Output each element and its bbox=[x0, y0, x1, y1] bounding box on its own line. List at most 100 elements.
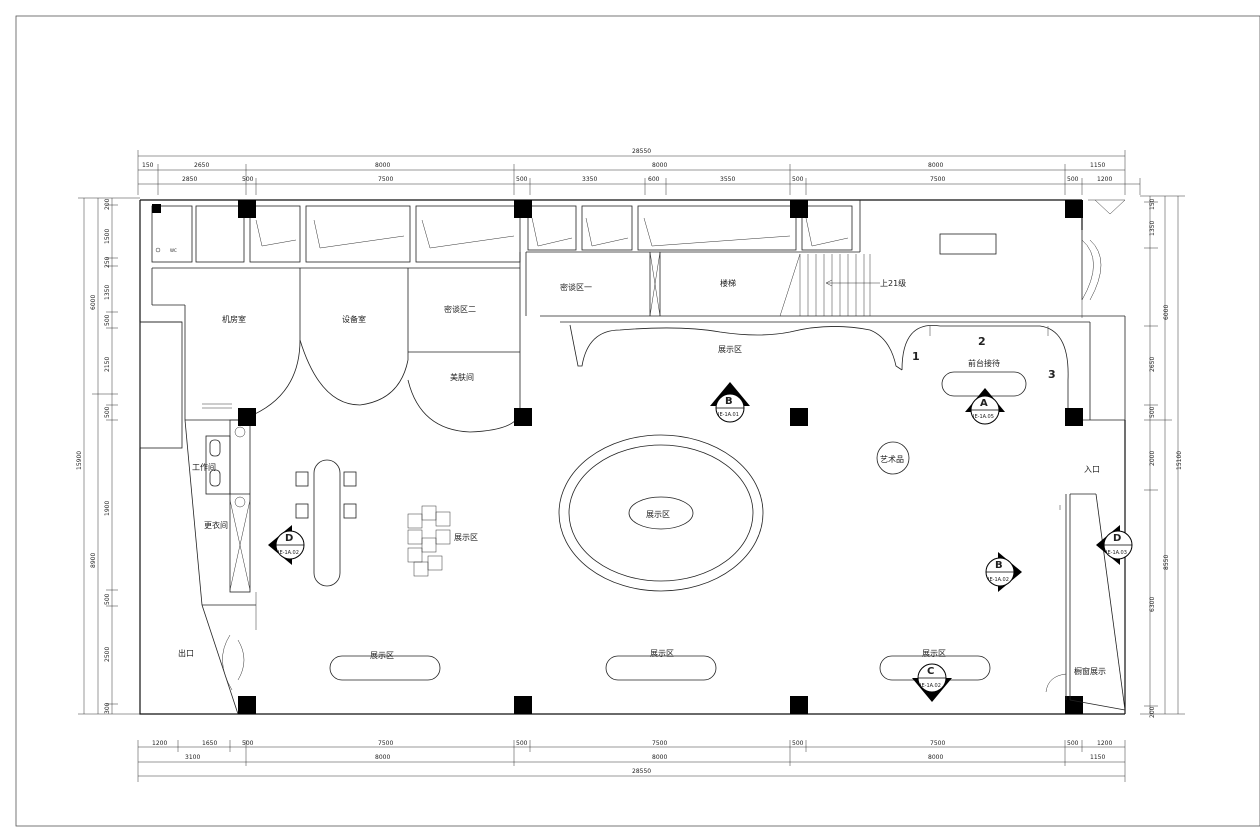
meeting-room-1-label: 密谈区一 bbox=[560, 282, 592, 292]
callout-letter: A bbox=[980, 398, 988, 409]
stairs-note: 上21级 bbox=[880, 278, 906, 288]
dim-top-r2-9: 500 bbox=[1067, 176, 1079, 183]
dim-bot-total: 28550 bbox=[632, 768, 651, 775]
dim-top-r2-1: 500 bbox=[242, 176, 254, 183]
meeting-room-2-label: 密谈区二 bbox=[444, 304, 476, 314]
bottom-dimensions: 1200 1650 500 7500 500 7500 500 7500 500… bbox=[137, 740, 1126, 782]
dim-bot-r2-3: 8000 bbox=[928, 754, 943, 761]
dim-bot-r1-8: 500 bbox=[1067, 740, 1079, 747]
dim-bot-r1-9: 1200 bbox=[1097, 740, 1112, 747]
dim-left-in-6: 500 bbox=[104, 406, 111, 418]
callout-ref: IE-1A.02 bbox=[920, 683, 941, 689]
dim-left-total: 15900 bbox=[76, 451, 83, 470]
left-display-label: 展示区 bbox=[454, 533, 478, 542]
callout-a: A IE-1A.05 bbox=[965, 388, 1005, 425]
dim-right-outer-a: 6000 bbox=[1163, 305, 1170, 320]
dim-right-in-6: 200 bbox=[1149, 706, 1156, 718]
left-service-strip bbox=[184, 403, 257, 715]
dim-right-outer-b: 8550 bbox=[1163, 555, 1170, 570]
dim-left-in-5: 2150 bbox=[104, 357, 111, 372]
dim-top-r2-7: 500 bbox=[792, 176, 804, 183]
dim-bot-r1-7: 7500 bbox=[930, 740, 945, 747]
callout-ref: IE-1A.02 bbox=[278, 550, 299, 556]
dim-bot-r1-0: 1200 bbox=[152, 740, 167, 747]
dim-bot-r1-3: 7500 bbox=[378, 740, 393, 747]
callout-d-left: D IE-1A.02 bbox=[268, 525, 305, 565]
callout-b-top: B IE-1A.01 bbox=[710, 382, 750, 423]
dim-left-in-0: 200 bbox=[104, 198, 111, 210]
dim-top-r2-5: 600 bbox=[648, 176, 660, 183]
dim-top-total: 28550 bbox=[632, 148, 651, 155]
dim-right-in-2: 2650 bbox=[1149, 357, 1156, 372]
machine-room-label: 机房室 bbox=[222, 314, 246, 324]
dim-left-in-2: 250 bbox=[104, 256, 111, 268]
interior-walls bbox=[139, 200, 1126, 449]
entrance-label: 入口 bbox=[1084, 465, 1100, 474]
callout-ref: IE-1A.02 bbox=[988, 577, 1009, 583]
callout-letter: B bbox=[995, 560, 1003, 571]
callout-letter: D bbox=[1113, 533, 1121, 544]
callout-d-right: D IE-1A.03 bbox=[1096, 525, 1133, 565]
artwork-label: 艺术品 bbox=[880, 454, 904, 464]
marker-2: 2 bbox=[978, 335, 986, 348]
dim-top-r2-4: 3350 bbox=[582, 176, 597, 183]
callout-c: C IE-1A.02 bbox=[912, 663, 952, 702]
dim-left-in-4: 500 bbox=[104, 314, 111, 326]
marker-3: 3 bbox=[1048, 368, 1056, 381]
dim-bot-r1-5: 7500 bbox=[652, 740, 667, 747]
callout-ref: IE-1A.05 bbox=[973, 414, 994, 420]
dim-left-in-10: 300 bbox=[104, 702, 111, 714]
exit-label: 出口 bbox=[178, 648, 194, 658]
dim-left-outer-b: 8900 bbox=[90, 553, 97, 568]
bottom-right-display-label: 展示区 bbox=[922, 649, 946, 658]
callout-ref: IE-1A.03 bbox=[1106, 550, 1127, 556]
bottom-left-display-label: 展示区 bbox=[370, 651, 394, 660]
dim-left-in-1: 1500 bbox=[104, 229, 111, 244]
top-display-label: 展示区 bbox=[718, 345, 742, 354]
callout-letter: C bbox=[927, 666, 934, 677]
dim-right-total: 15100 bbox=[1176, 451, 1183, 470]
dim-right-in-5: 6300 bbox=[1149, 597, 1156, 612]
dim-bot-r2-2: 8000 bbox=[652, 754, 667, 761]
stairs-label: 楼梯 bbox=[720, 278, 736, 288]
changing-room-label: 更衣间 bbox=[204, 520, 228, 530]
dim-bot-r1-4: 500 bbox=[516, 740, 528, 747]
wc-label: WC bbox=[170, 248, 177, 253]
sheet-border bbox=[15, 15, 1260, 827]
dim-top-r2-0: 2850 bbox=[182, 176, 197, 183]
room-labels: 机房室 设备室 密谈区二 密谈区一 美肤间 楼梯 上21级 展示区 前台接待 艺… bbox=[178, 278, 1106, 676]
callout-letter: D bbox=[285, 533, 293, 544]
dim-bot-r1-1: 1650 bbox=[202, 740, 217, 747]
top-dimensions: 28550 150 2650 8000 8000 8000 1150 2850 … bbox=[137, 148, 1141, 195]
dim-right-in-0: 150 bbox=[1149, 198, 1156, 210]
callout-b-right: B IE-1A.02 bbox=[985, 552, 1022, 592]
center-oval-display bbox=[558, 434, 764, 592]
dim-left-in-9: 2500 bbox=[104, 647, 111, 662]
window-display-label: 橱窗展示 bbox=[1074, 666, 1106, 676]
equipment-room-label: 设备室 bbox=[342, 314, 366, 324]
dim-bot-r1-6: 500 bbox=[792, 740, 804, 747]
callout-ref: IE-1A.01 bbox=[718, 412, 739, 418]
dim-bot-r1-2: 500 bbox=[242, 740, 254, 747]
dim-bot-r2-1: 8000 bbox=[375, 754, 390, 761]
dim-top-r1-a: 150 bbox=[142, 162, 154, 169]
artwork-pedestal bbox=[876, 441, 910, 475]
dim-top-r2-8: 7500 bbox=[930, 176, 945, 183]
structural-pillars bbox=[152, 200, 1083, 714]
dim-top-r2-6: 3550 bbox=[720, 176, 735, 183]
makeup-room-label: 美肤间 bbox=[450, 372, 474, 382]
dim-top-r2-3: 500 bbox=[516, 176, 528, 183]
dim-top-r1-e: 8000 bbox=[928, 162, 943, 169]
dim-bot-r2-4: 1150 bbox=[1090, 754, 1105, 761]
outer-walls bbox=[139, 199, 1126, 715]
bottom-display-pods bbox=[329, 655, 991, 681]
callout-letter: B bbox=[725, 396, 733, 407]
dim-top-r1-b: 2650 bbox=[194, 162, 209, 169]
dim-top-r1-c: 8000 bbox=[375, 162, 390, 169]
center-display-label: 展示区 bbox=[646, 510, 670, 519]
dim-top-r1-d: 8000 bbox=[652, 162, 667, 169]
work-room-label: 工作间 bbox=[192, 462, 216, 472]
top-rooms-strip: WC bbox=[151, 205, 997, 263]
right-dimensions: 150 1350 2650 500 2000 6300 200 6000 855… bbox=[1140, 195, 1185, 718]
